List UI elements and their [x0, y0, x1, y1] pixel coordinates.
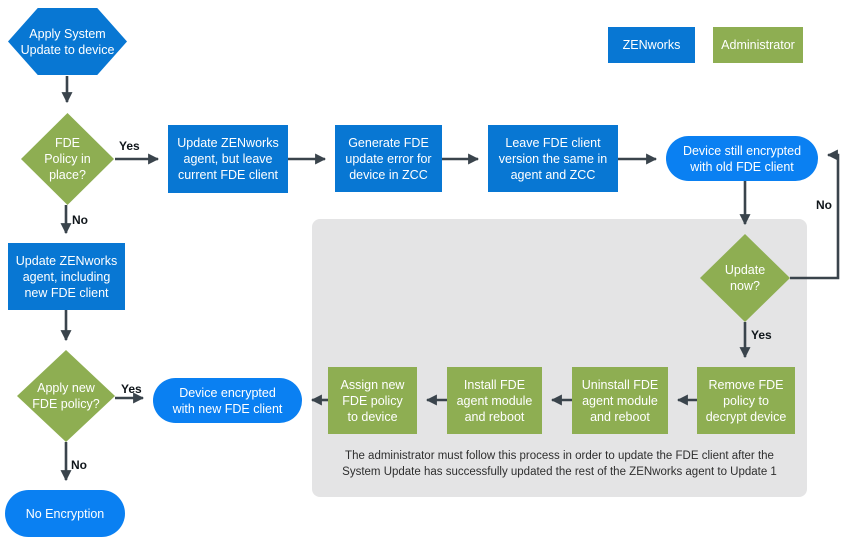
label-fde-policy-no: No [72, 213, 88, 227]
node-apply-system-update: Apply System Update to device [8, 8, 127, 75]
node-leave-fde-client-version: Leave FDE client version the same in age… [488, 125, 618, 192]
label-apply-new-no: No [71, 458, 87, 472]
label-apply-new-yes: Yes [121, 382, 142, 396]
legend-administrator-label: Administrator [721, 38, 795, 52]
label-update-now-yes: Yes [751, 328, 772, 342]
node-generate-fde-update-error: Generate FDE update error for device in … [335, 125, 442, 192]
node-device-encrypted-new-client: Device encrypted with new FDE client [153, 378, 302, 423]
legend-administrator: Administrator [713, 27, 803, 63]
node-remove-fde-policy: Remove FDE policy to decrypt device [697, 367, 795, 434]
node-install-fde-agent-module: Install FDE agent module and reboot [447, 367, 542, 434]
label-fde-policy-yes: Yes [119, 139, 140, 153]
legend-zenworks-label: ZENworks [622, 38, 681, 52]
node-update-agent-keep-client: Update ZENworks agent, but leave current… [168, 125, 288, 193]
node-assign-new-fde-policy: Assign new FDE policy to device [328, 367, 417, 434]
node-device-still-encrypted: Device still encrypted with old FDE clie… [666, 136, 818, 181]
legend-zenworks: ZENworks [608, 27, 695, 63]
node-no-encryption: No Encryption [5, 490, 125, 537]
node-update-agent-new-client: Update ZENworks agent, including new FDE… [8, 243, 125, 310]
admin-process-note: The administrator must follow this proce… [342, 450, 777, 478]
node-uninstall-fde-agent-module: Uninstall FDE agent module and reboot [572, 367, 668, 434]
label-update-now-no: No [816, 198, 832, 212]
arrow-update-now-no-loop [790, 149, 840, 280]
